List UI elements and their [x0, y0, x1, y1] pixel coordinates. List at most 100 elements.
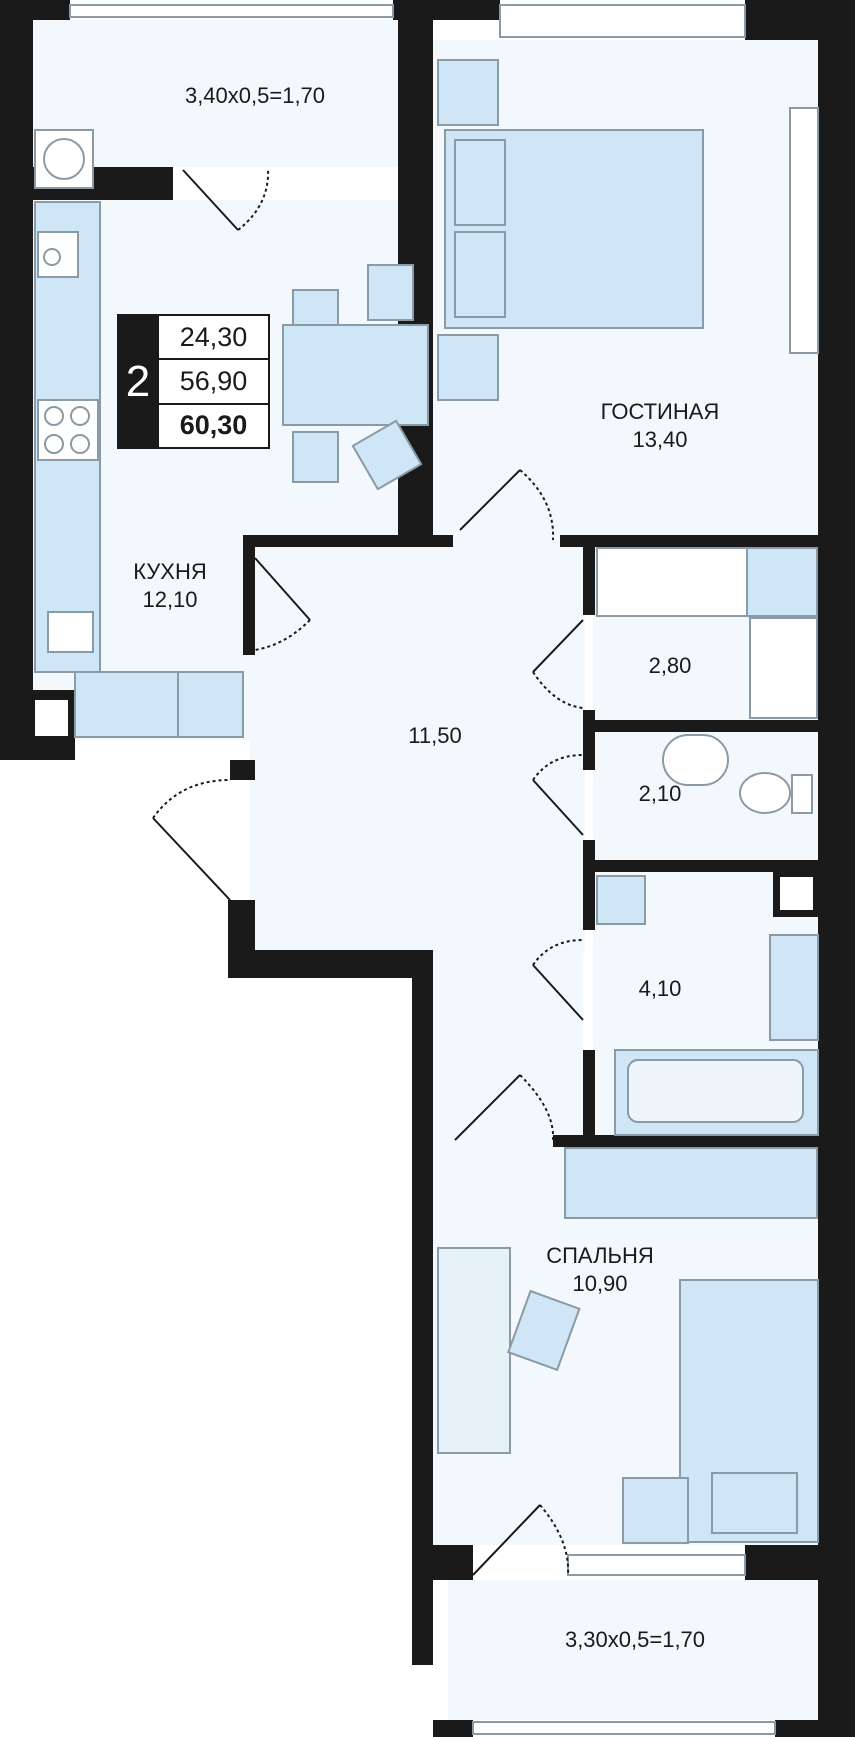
- window: [69, 4, 394, 18]
- living-area: 13,40: [632, 426, 688, 452]
- wall: [433, 1545, 473, 1580]
- pillow: [711, 1472, 798, 1534]
- living-label: ГОСТИНАЯ 13,40: [575, 398, 745, 453]
- door-entrance-arc: [152, 779, 231, 819]
- pillow: [454, 231, 506, 318]
- chair: [351, 419, 423, 491]
- burner: [70, 406, 90, 426]
- wc-label: 2,10: [610, 780, 710, 808]
- chair: [367, 264, 414, 321]
- living-name: ГОСТИНАЯ: [600, 399, 720, 424]
- kitchen-name: КУХНЯ: [133, 559, 207, 584]
- closet-shelf: [749, 617, 818, 719]
- apartment-summary: 2 24,30 56,90 60,30: [117, 314, 270, 449]
- desk: [437, 1247, 511, 1454]
- nightstand: [437, 334, 499, 401]
- door-closet: [532, 619, 584, 673]
- door-bedroom-arc: [519, 1074, 555, 1141]
- door-closet-arc: [532, 671, 584, 709]
- kitchen-sink: [47, 611, 94, 653]
- bath-sink: [769, 934, 819, 1041]
- toilet: [739, 772, 791, 814]
- closet-label: 2,80: [620, 652, 720, 680]
- bathtub-inner: [627, 1059, 804, 1123]
- balcony-bottom-floor: [448, 1580, 818, 1720]
- wardrobe-bedroom: [564, 1147, 818, 1219]
- closet-shelf: [746, 547, 818, 617]
- desk-chair: [506, 1289, 581, 1372]
- wall: [583, 840, 595, 930]
- bath-area: 4,10: [638, 976, 682, 1001]
- chair: [292, 289, 339, 326]
- wardrobe-living: [789, 107, 819, 354]
- furniture: [34, 59, 819, 1544]
- burner: [44, 434, 64, 454]
- kitchen-area: 12,10: [142, 586, 198, 612]
- wall: [583, 710, 595, 770]
- wc-sink: [662, 734, 729, 786]
- window: [499, 4, 746, 38]
- closet-shelf: [596, 547, 748, 617]
- balcony-top-size: 3,40x0,5=1,70: [184, 83, 326, 108]
- door-balcony-bottom-arc: [539, 1504, 570, 1576]
- hall-area: 11,50: [408, 723, 462, 748]
- bedroom-label: СПАЛЬНЯ 10,90: [520, 1242, 680, 1297]
- door-living: [459, 469, 521, 531]
- door-balcony-top-arc: [237, 167, 270, 231]
- wall: [583, 860, 818, 872]
- door-wc: [532, 779, 584, 836]
- burner: [70, 434, 90, 454]
- wc-area: 2,10: [638, 781, 682, 806]
- wall: [243, 950, 433, 978]
- door-entrance: [152, 817, 231, 901]
- wall: [553, 1135, 818, 1147]
- washing-machine-drum: [43, 138, 85, 180]
- wall: [583, 720, 818, 732]
- wall: [433, 1720, 473, 1737]
- wall: [0, 0, 33, 760]
- door-kitchen-arc: [254, 619, 311, 651]
- wall: [583, 1050, 595, 1145]
- door-balcony-bottom: [472, 1504, 541, 1576]
- wall: [0, 0, 70, 20]
- kitchen-label: КУХНЯ 12,10: [105, 558, 235, 613]
- shaft-inner: [780, 877, 813, 910]
- area-values: 24,30 56,90 60,30: [159, 314, 270, 449]
- chair: [292, 431, 339, 483]
- total-with-balconies-value: 60,30: [179, 410, 248, 441]
- fridge: [177, 671, 244, 738]
- door-living-arc: [519, 469, 555, 541]
- hall-floor: [250, 540, 585, 955]
- wall: [412, 950, 433, 1665]
- burner: [44, 406, 64, 426]
- toilet-tank: [791, 774, 813, 814]
- nightstand: [437, 59, 499, 126]
- room-count: 2: [117, 314, 159, 449]
- shaft-inner: [35, 700, 68, 736]
- door-balcony-top: [182, 169, 239, 231]
- wall: [745, 1545, 818, 1580]
- wall: [243, 535, 255, 655]
- wall: [243, 535, 453, 547]
- door-kitchen: [254, 557, 311, 621]
- dining-table: [282, 324, 429, 426]
- balcony-bottom-size: 3,30x0,5=1,70: [564, 1627, 706, 1652]
- nightstand: [622, 1477, 689, 1544]
- wall: [818, 0, 855, 1737]
- living-area-value: 24,30: [159, 316, 268, 361]
- total-area-value: 56,90: [159, 360, 268, 405]
- door-bath: [532, 964, 584, 1021]
- doors: [152, 167, 584, 1576]
- balcony-bottom-label: 3,30x0,5=1,70: [530, 1626, 740, 1654]
- bedroom-name: СПАЛЬНЯ: [546, 1243, 654, 1268]
- wall: [775, 1720, 855, 1737]
- door-bedroom: [454, 1074, 521, 1141]
- window: [472, 1721, 776, 1735]
- wall: [560, 535, 818, 547]
- corridor-floor: [433, 950, 583, 1145]
- hall-label: 11,50: [385, 722, 485, 750]
- closet-area: 2,80: [648, 653, 692, 678]
- bedroom-area: 10,90: [572, 1270, 628, 1296]
